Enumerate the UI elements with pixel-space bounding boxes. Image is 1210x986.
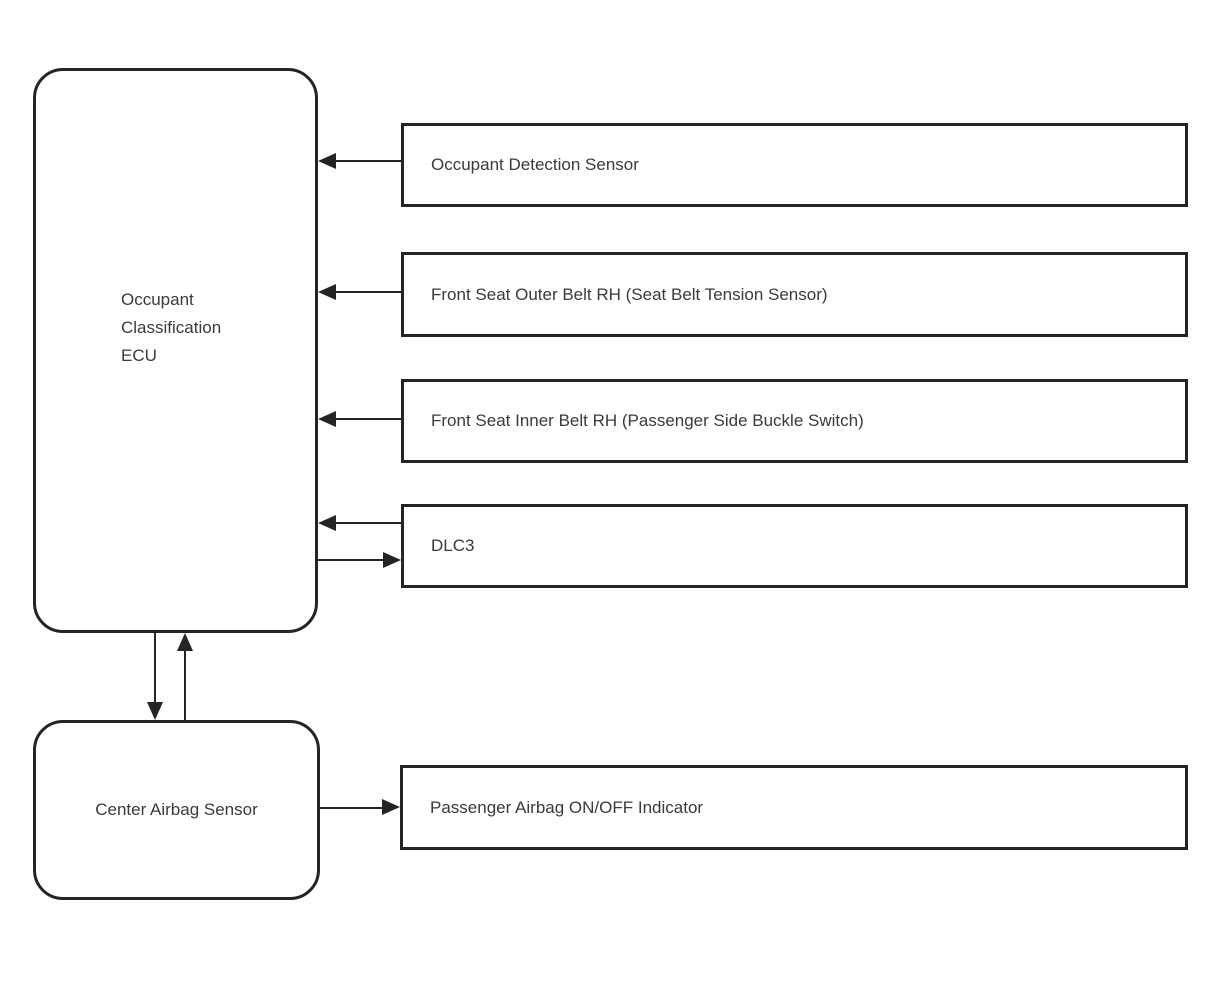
node-occupant-detection-sensor: Occupant Detection Sensor <box>401 123 1188 207</box>
front-seat-inner-belt-rh-label: Front Seat Inner Belt RH (Passenger Side… <box>431 411 864 430</box>
node-front-seat-outer-belt-rh: Front Seat Outer Belt RH (Seat Belt Tens… <box>401 252 1188 337</box>
arrow-line-center-airbag-to-indicator <box>320 807 382 809</box>
arrow-line-dlc3-to-ecu <box>336 522 401 524</box>
arrow-line-ecu-to-dlc3 <box>318 559 383 561</box>
arrowhead-left-inner-belt-to-ecu <box>318 411 336 427</box>
passenger-airbag-indicator-label: Passenger Airbag ON/OFF Indicator <box>430 797 704 817</box>
arrowhead-left-occupant-detection-to-ecu <box>318 153 336 169</box>
arrowhead-left-outer-belt-to-ecu <box>318 284 336 300</box>
arrow-line-outer-belt-to-ecu <box>336 291 401 293</box>
arrowhead-left-dlc3-to-ecu <box>318 515 336 531</box>
arrowhead-right-center-airbag-to-indicator <box>382 799 400 815</box>
ecu-label-line-2: Classification <box>121 318 222 337</box>
arrow-line-ecu-to-center-airbag <box>154 633 156 702</box>
arrow-line-center-airbag-to-ecu <box>184 651 186 720</box>
arrowhead-up-center-airbag-to-ecu <box>177 633 193 651</box>
dlc3-label: DLC3 <box>431 536 475 555</box>
arrowhead-right-ecu-to-dlc3 <box>383 552 401 568</box>
node-occupant-classification-ecu: Occupant Classification ECU <box>33 68 318 633</box>
node-center-airbag-sensor: Center Airbag Sensor <box>33 720 320 900</box>
occupant-classification-ecu-label: Occupant Classification ECU <box>121 286 221 370</box>
ecu-label-line-1: Occupant <box>121 290 194 309</box>
center-airbag-sensor-label: Center Airbag Sensor <box>95 800 258 819</box>
node-passenger-airbag-indicator: Passenger Airbag ON/OFF Indicator <box>400 765 1188 850</box>
node-dlc3: DLC3 <box>401 504 1188 588</box>
ecu-label-line-3: ECU <box>121 346 157 365</box>
node-front-seat-inner-belt-rh: Front Seat Inner Belt RH (Passenger Side… <box>401 379 1188 463</box>
occupant-detection-sensor-label: Occupant Detection Sensor <box>431 155 639 174</box>
arrow-line-occupant-detection-to-ecu <box>336 160 401 162</box>
arrow-line-inner-belt-to-ecu <box>336 418 401 420</box>
arrowhead-down-ecu-to-center-airbag <box>147 702 163 720</box>
front-seat-outer-belt-rh-label: Front Seat Outer Belt RH (Seat Belt Tens… <box>431 284 828 304</box>
